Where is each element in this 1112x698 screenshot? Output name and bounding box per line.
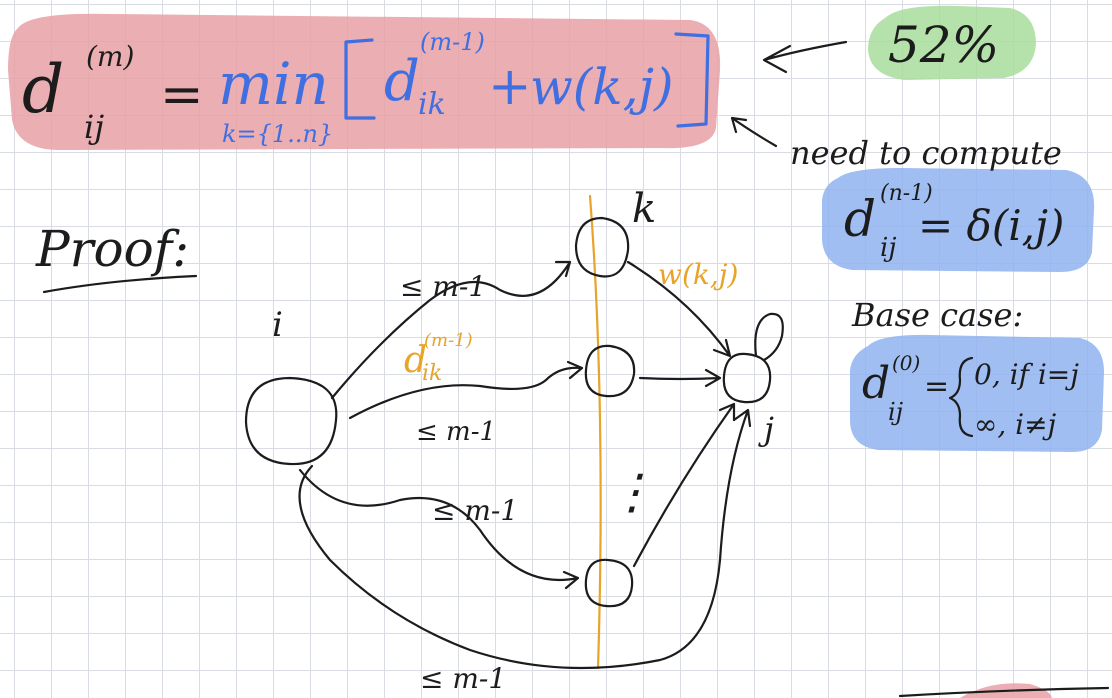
ellipsis: ⋮ [608,464,656,520]
base-case-equation: d (0) ij = 0, if i=j ∞, i≠j [862,351,1079,441]
edge-lower-label: ≤ m-1 [432,494,518,527]
recurrence-lhs-sub: ij [84,108,104,146]
edge-i-to-j-bottom [298,408,752,670]
edge-k-top-to-j [626,260,732,358]
edge-i-to-k-bottom [298,468,580,590]
recurrence-term-sup: (m-1) [420,28,485,56]
dik-d: d [404,340,427,381]
progress-arrow [762,40,848,74]
recurrence-highlight [8,13,721,151]
recurrence-plus: + [488,57,532,117]
node-j-self-loop [754,312,784,362]
base-case-sub: ij [888,398,904,426]
recurrence-min: min [218,50,329,118]
node-k-top [574,216,630,278]
base-case-d: d [862,358,890,409]
recurrence-equals: = [160,65,204,125]
dik-sub: ik [422,361,442,386]
base-case-case-2: ∞, i≠j [974,408,1057,441]
right-bracket [674,32,710,128]
progress-percent: 52% [888,16,999,74]
base-case-title: Base case: [851,296,1023,334]
recurrence-lhs-d: d [22,51,64,128]
node-j-label: j [758,410,774,448]
target-equation: d (n-1) ij = δ(i,j) [844,181,1064,263]
base-case-equals: = [924,369,949,404]
target-highlight [822,168,1095,272]
edge-top-label: ≤ m-1 [400,270,486,303]
recurrence-min-subscript: k={1..n} [222,120,333,148]
edge-bottom-label: ≤ m-1 [420,662,506,695]
left-bracket [344,38,376,120]
dik-sup: (m-1) [424,330,473,351]
recurrence-weight: w(k,j) [530,58,674,116]
base-case-sup: (0) [892,351,920,375]
recurrence-lhs-sup: (m) [86,40,134,73]
target-d: d [844,190,876,248]
node-k-bottom [584,558,634,608]
proof-graph: i k j ≤ m-1 d (m-1) ik ≤ m-1 ≤ m-1 ≤ m-1… [244,186,784,695]
need-compute-arrow [730,116,778,148]
recurrence-formula: d (m) ij = min k={1..n} d (m-1) ik + w(k… [22,28,710,148]
weight-kj-label: w(k,j) [658,258,738,291]
node-j [722,352,772,404]
edge-i-to-k-top [330,260,572,400]
node-i [244,376,338,466]
recurrence-term-sub: ik [418,87,446,122]
base-case-brace [948,356,974,438]
progress-highlight [868,5,1036,80]
node-k-label: k [632,186,656,232]
recurrence-term-d: d [384,49,420,114]
proof-underline [42,274,198,294]
edge-k-mid-to-j [638,368,722,388]
k-divider-line [588,194,602,670]
need-to-compute-note: need to compute [790,134,1062,172]
base-case-highlight [850,334,1104,452]
target-sub: ij [880,233,896,263]
edge-mid-label: ≤ m-1 [416,417,496,447]
node-k-mid [584,344,636,398]
base-case-case-1: 0, if i=j [974,358,1079,391]
bottom-edge-stroke [898,686,1110,698]
edge-i-to-k-mid [348,360,584,420]
target-rhs: = δ(i,j) [918,201,1064,250]
edge-k-bottom-to-j [632,402,736,568]
proof-title: Proof: [35,220,189,278]
target-sup: (n-1) [880,181,933,206]
node-i-label: i [272,305,283,345]
